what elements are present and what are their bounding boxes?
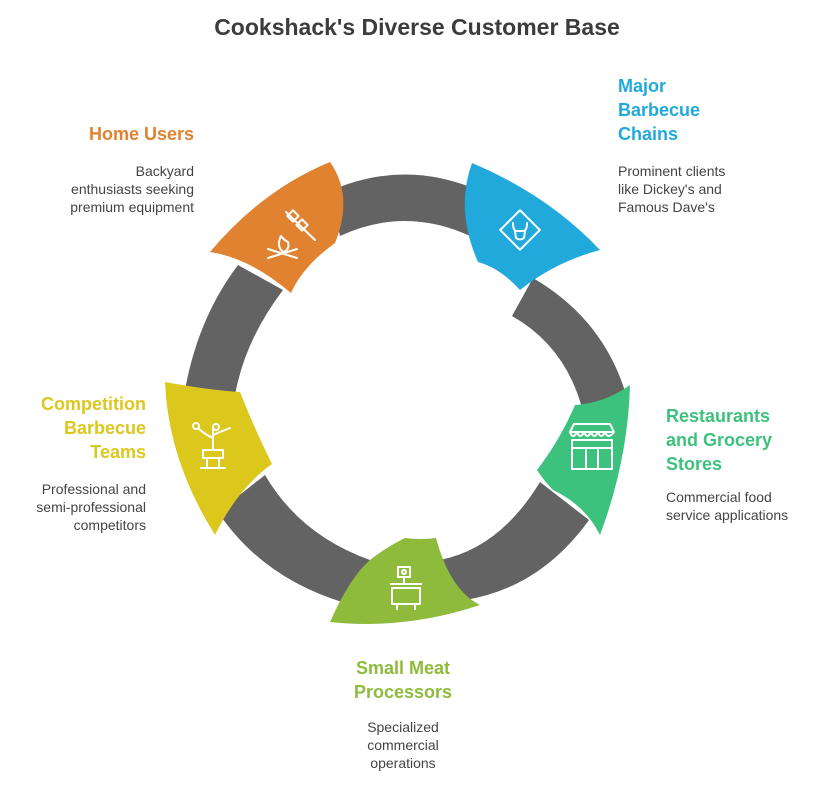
desc-small-meat-processors: Specialized commercial operations xyxy=(310,718,496,772)
label-line: Chains xyxy=(618,124,679,144)
segment-home-users xyxy=(210,162,344,293)
desc-competition-teams: Professional and semi-professional compe… xyxy=(4,480,146,534)
desc-home-users: Backyard enthusiasts seeking premium equ… xyxy=(14,162,194,216)
label-line: Major xyxy=(618,76,667,96)
label-line: Home Users xyxy=(88,124,194,144)
diagram-title: Cookshack's Diverse Customer Base xyxy=(214,14,620,40)
desc-line: operations xyxy=(370,755,436,771)
label-small-meat-processors: Small Meat Processors xyxy=(300,656,506,704)
desc-line: service applications xyxy=(666,507,789,523)
label-line: Barbecue xyxy=(63,418,146,438)
trophy-grill-icon xyxy=(192,422,231,469)
ring-connectors xyxy=(185,174,627,603)
desc-line: Backyard xyxy=(135,163,194,179)
desc-line: enthusiasts seeking xyxy=(71,181,194,197)
desc-line: Specialized xyxy=(367,719,439,735)
label-line: Competition xyxy=(41,394,146,414)
campfire-skewer-icon xyxy=(267,209,316,259)
label-line: Teams xyxy=(90,442,146,462)
desc-line: like Dickey's and xyxy=(618,181,722,197)
desc-major-barbecue-chains: Prominent clients like Dickey's and Famo… xyxy=(618,162,808,216)
label-home-users: Home Users xyxy=(44,122,194,146)
label-line: Stores xyxy=(666,454,723,474)
label-competition-teams: Competition Barbecue Teams xyxy=(4,392,146,464)
label-line: Restaurants xyxy=(666,406,771,426)
ring-arc-processors-competition xyxy=(218,475,370,603)
label-line: Small Meat xyxy=(355,658,451,678)
label-line: and Grocery xyxy=(666,430,773,450)
desc-line: premium equipment xyxy=(70,199,194,215)
ring-arc-competition-home xyxy=(185,265,283,395)
desc-line: Famous Dave's xyxy=(618,199,715,215)
desc-line: Prominent clients xyxy=(618,163,726,179)
bull-sign-icon xyxy=(499,209,541,251)
meat-scale-icon xyxy=(390,566,422,610)
desc-line: Commercial food xyxy=(666,489,772,505)
segment-restaurants-grocery xyxy=(537,385,630,535)
label-restaurants-grocery: Restaurants and Grocery Stores xyxy=(666,404,826,476)
desc-line: semi-professional xyxy=(36,499,146,515)
segment-major-barbecue-chains xyxy=(464,163,600,290)
desc-restaurants-grocery: Commercial food service applications xyxy=(666,488,832,524)
desc-line: Professional and xyxy=(41,481,146,497)
label-line: Barbecue xyxy=(618,100,701,120)
ring-arc-chains-restaurants xyxy=(512,278,627,408)
desc-line: commercial xyxy=(367,737,439,753)
label-line: Processors xyxy=(353,682,453,702)
desc-line: competitors xyxy=(73,517,146,533)
storefront-icon xyxy=(569,423,615,470)
ring-arc-home-chains xyxy=(330,174,480,236)
ring-arc-restaurants-processors xyxy=(440,482,589,600)
label-major-barbecue-chains: Major Barbecue Chains xyxy=(618,74,778,146)
